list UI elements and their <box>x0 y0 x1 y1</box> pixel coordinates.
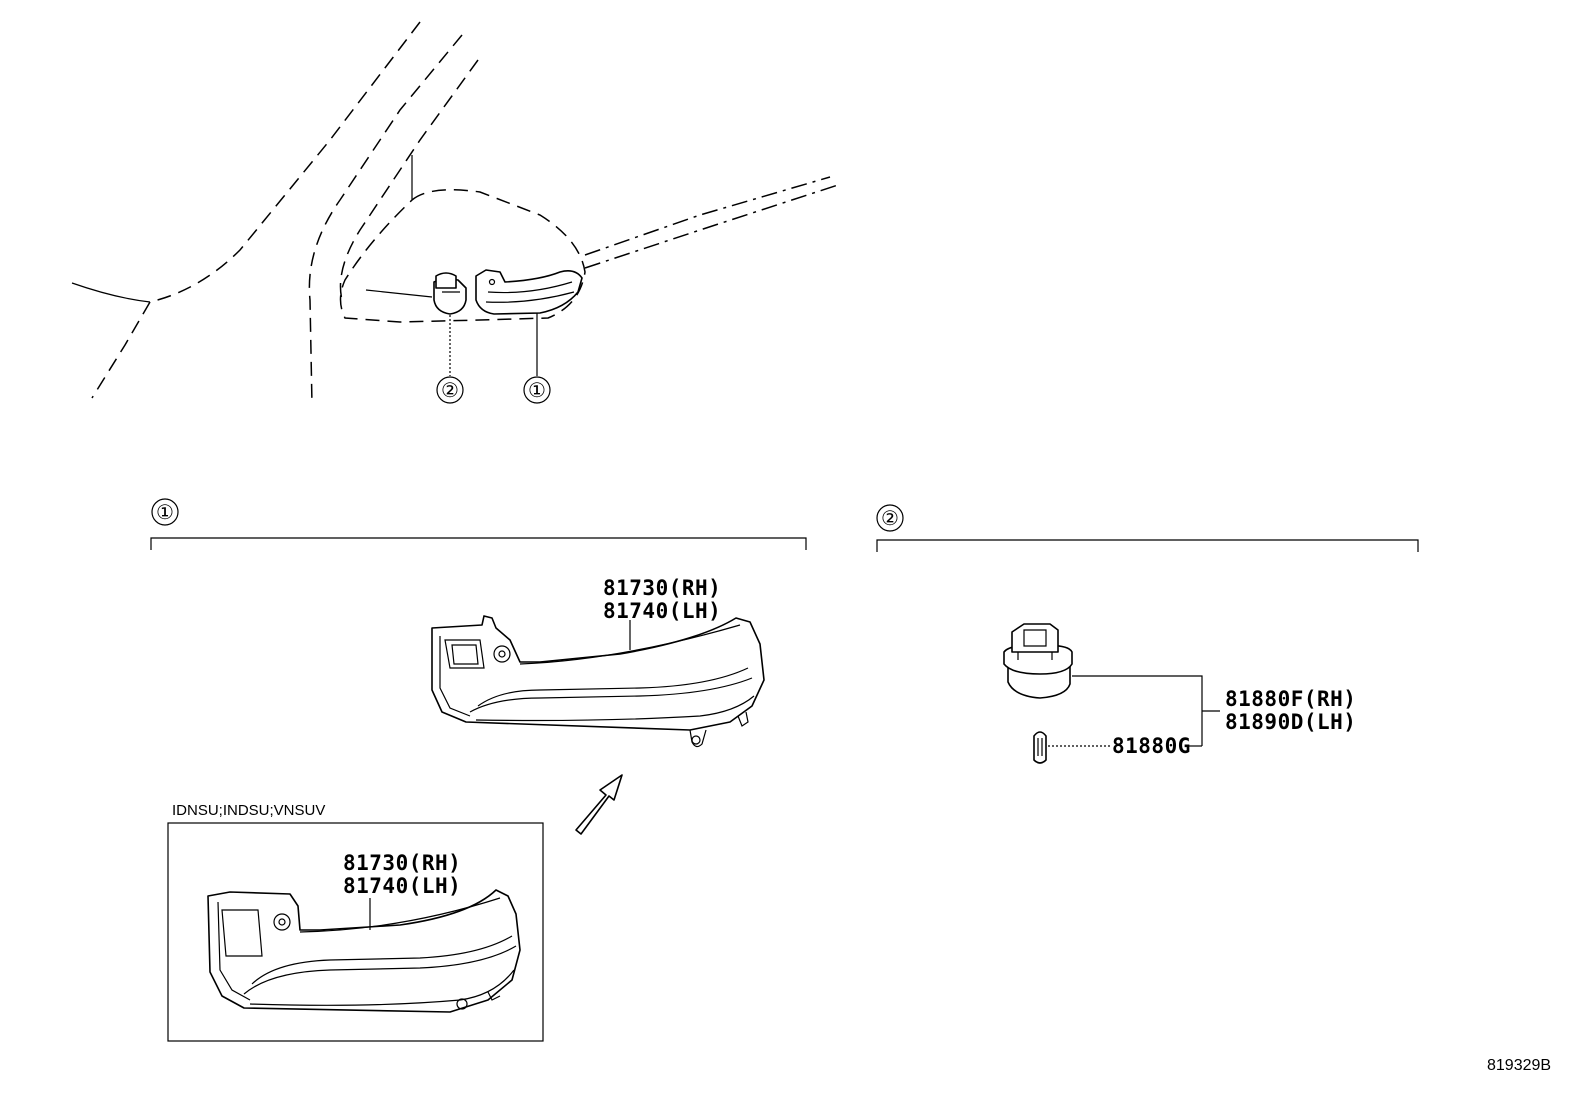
diagram-code: 819329B <box>1487 1057 1551 1074</box>
inset-part-81740-lh: 81740(LH) <box>343 874 461 898</box>
socket-overview-icon <box>433 272 467 315</box>
wedge-bulb-icon <box>1033 731 1047 764</box>
group-1: ① 81730(RH) 81740(LH) IDNSU;INDSU;VNSUV <box>150 498 807 1042</box>
inset-box <box>167 822 544 1042</box>
group-1-bracket <box>150 537 807 550</box>
group-2: ② 81880F(RH) 81890D(LH) 81880G <box>876 504 1419 764</box>
bulb-socket-icon <box>1003 623 1073 699</box>
callout-1-overview: ① <box>528 378 546 402</box>
turn-signal-lamp-variant-icon <box>207 889 521 1013</box>
vehicle-overview: ② ① <box>71 21 839 406</box>
turn-lamp-overview-icon <box>475 269 583 315</box>
group-2-bracket <box>876 539 1419 552</box>
part-81740-lh: 81740(LH) <box>603 599 721 623</box>
callout-2-overview: ② <box>441 378 459 402</box>
inset-part-81730-rh: 81730(RH) <box>343 851 461 875</box>
part-81880g: 81880G <box>1112 734 1191 758</box>
group-1-callout: ① <box>156 500 174 524</box>
part-81890d-lh: 81890D(LH) <box>1225 710 1356 734</box>
part-81730-rh: 81730(RH) <box>603 576 721 600</box>
turn-signal-lamp-icon <box>431 615 765 748</box>
group-2-callout: ② <box>881 506 899 530</box>
part-81880f-rh: 81880F(RH) <box>1225 687 1356 711</box>
inset-model-label: IDNSU;INDSU;VNSUV <box>172 802 325 819</box>
arrow-icon <box>575 774 623 835</box>
